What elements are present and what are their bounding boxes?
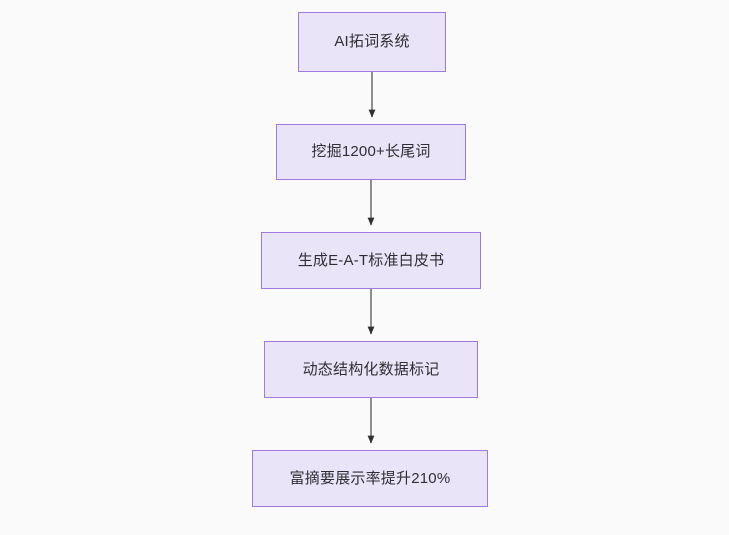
flowchart-node-label: 挖掘1200+长尾词 — [311, 143, 431, 160]
flowchart-node-generate-eat-whitepaper[interactable]: 生成E-A-T标准白皮书 — [261, 232, 481, 289]
flowchart-node-dynamic-structured-data-markup[interactable]: 动态结构化数据标记 — [264, 341, 478, 398]
flowchart-node-label: 动态结构化数据标记 — [302, 360, 440, 378]
flowchart-node-label: AI拓词系统 — [334, 33, 410, 50]
flowchart-node-label: 富摘要展示率提升210% — [289, 469, 451, 487]
flowchart-node-mine-longtail-keywords[interactable]: 挖掘1200+长尾词 — [276, 124, 466, 180]
flowchart-node-rich-snippet-impression-uplift[interactable]: 富摘要展示率提升210% — [252, 450, 488, 507]
flowchart-node-label: 生成E-A-T标准白皮书 — [297, 251, 445, 269]
flowchart-node-ai-keyword-system[interactable]: AI拓词系统 — [298, 12, 446, 72]
